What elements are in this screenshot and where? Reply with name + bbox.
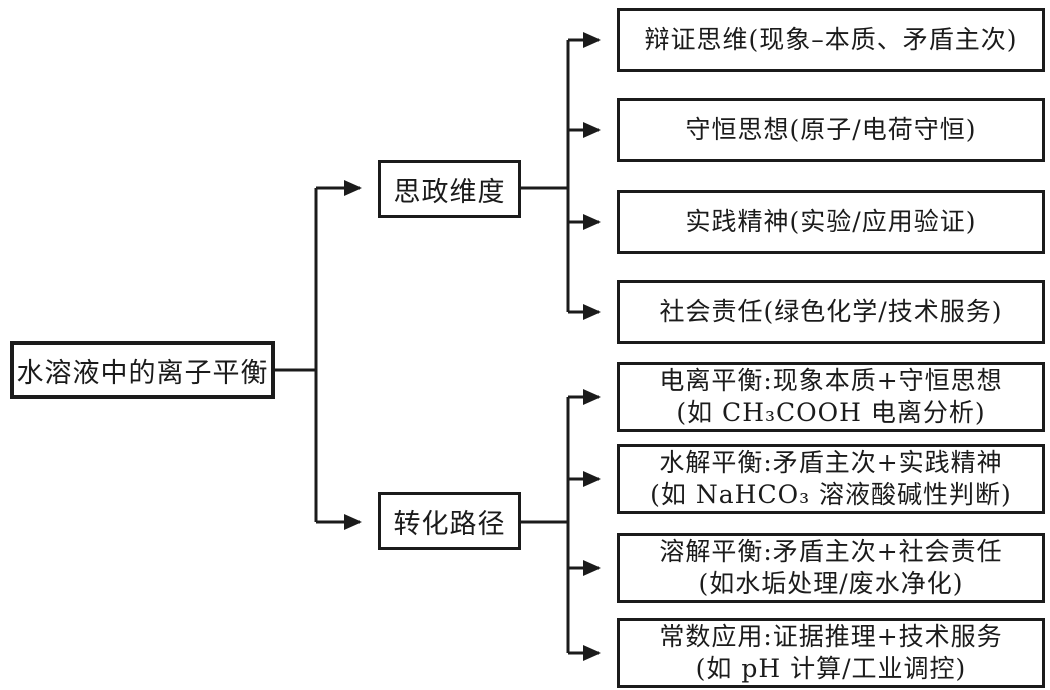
node-leaf-conservation-idea: 守恒思想(原子/电荷守恒): [617, 98, 1045, 162]
leaf-label-line2: (如 CH₃COOH 电离分析): [676, 398, 986, 427]
node-root-label: 水溶液中的离子平衡: [16, 357, 269, 389]
node-leaf-hydrolysis-equilibrium: 水解平衡:矛盾主次+实践精神 (如 NaHCO₃ 溶液酸碱性判断): [617, 444, 1045, 514]
node-leaf-constant-application: 常数应用:证据推理+技术服务 (如 pH 计算/工业调控): [617, 618, 1045, 688]
leaf-label-line2: (如 pH 计算/工业调控): [695, 654, 967, 683]
node-branch-conversion-pathway: 转化路径: [378, 492, 521, 550]
leaf-label-line1: 溶解平衡:矛盾主次+社会责任: [659, 537, 1003, 566]
node-branch-label: 转化路径: [393, 508, 506, 540]
node-leaf-social-responsibility: 社会责任(绿色化学/技术服务): [617, 280, 1045, 344]
node-leaf-dissolution-equilibrium: 溶解平衡:矛盾主次+社会责任 (如水垢处理/废水净化): [617, 533, 1045, 603]
node-branch-label: 思政维度: [393, 176, 506, 208]
leaf-label: 守恒思想(原子/电荷守恒): [685, 115, 977, 144]
node-root-ion-equilibrium: 水溶液中的离子平衡: [10, 341, 275, 399]
leaf-label-line2: (如水垢处理/废水净化): [698, 569, 964, 598]
connector-group: [275, 32, 601, 661]
leaf-label-line2: (如 NaHCO₃ 溶液酸碱性判断): [650, 480, 1012, 509]
node-leaf-ionization-equilibrium: 电离平衡:现象本质+守恒思想 (如 CH₃COOH 电离分析): [617, 362, 1045, 432]
node-leaf-practice-spirit: 实践精神(实验/应用验证): [617, 190, 1045, 254]
leaf-label: 实践精神(实验/应用验证): [685, 207, 977, 236]
leaf-label: 辩证思维(现象–本质、矛盾主次): [644, 25, 1018, 54]
leaf-label-line1: 电离平衡:现象本质+守恒思想: [659, 366, 1003, 395]
leaf-label: 社会责任(绿色化学/技术服务): [659, 297, 1003, 326]
node-leaf-dialectical-thinking: 辩证思维(现象–本质、矛盾主次): [617, 8, 1045, 72]
leaf-label-line1: 水解平衡:矛盾主次+实践精神: [659, 448, 1003, 477]
node-branch-ideology-dimension: 思政维度: [378, 160, 521, 218]
leaf-label-line1: 常数应用:证据推理+技术服务: [659, 622, 1003, 651]
